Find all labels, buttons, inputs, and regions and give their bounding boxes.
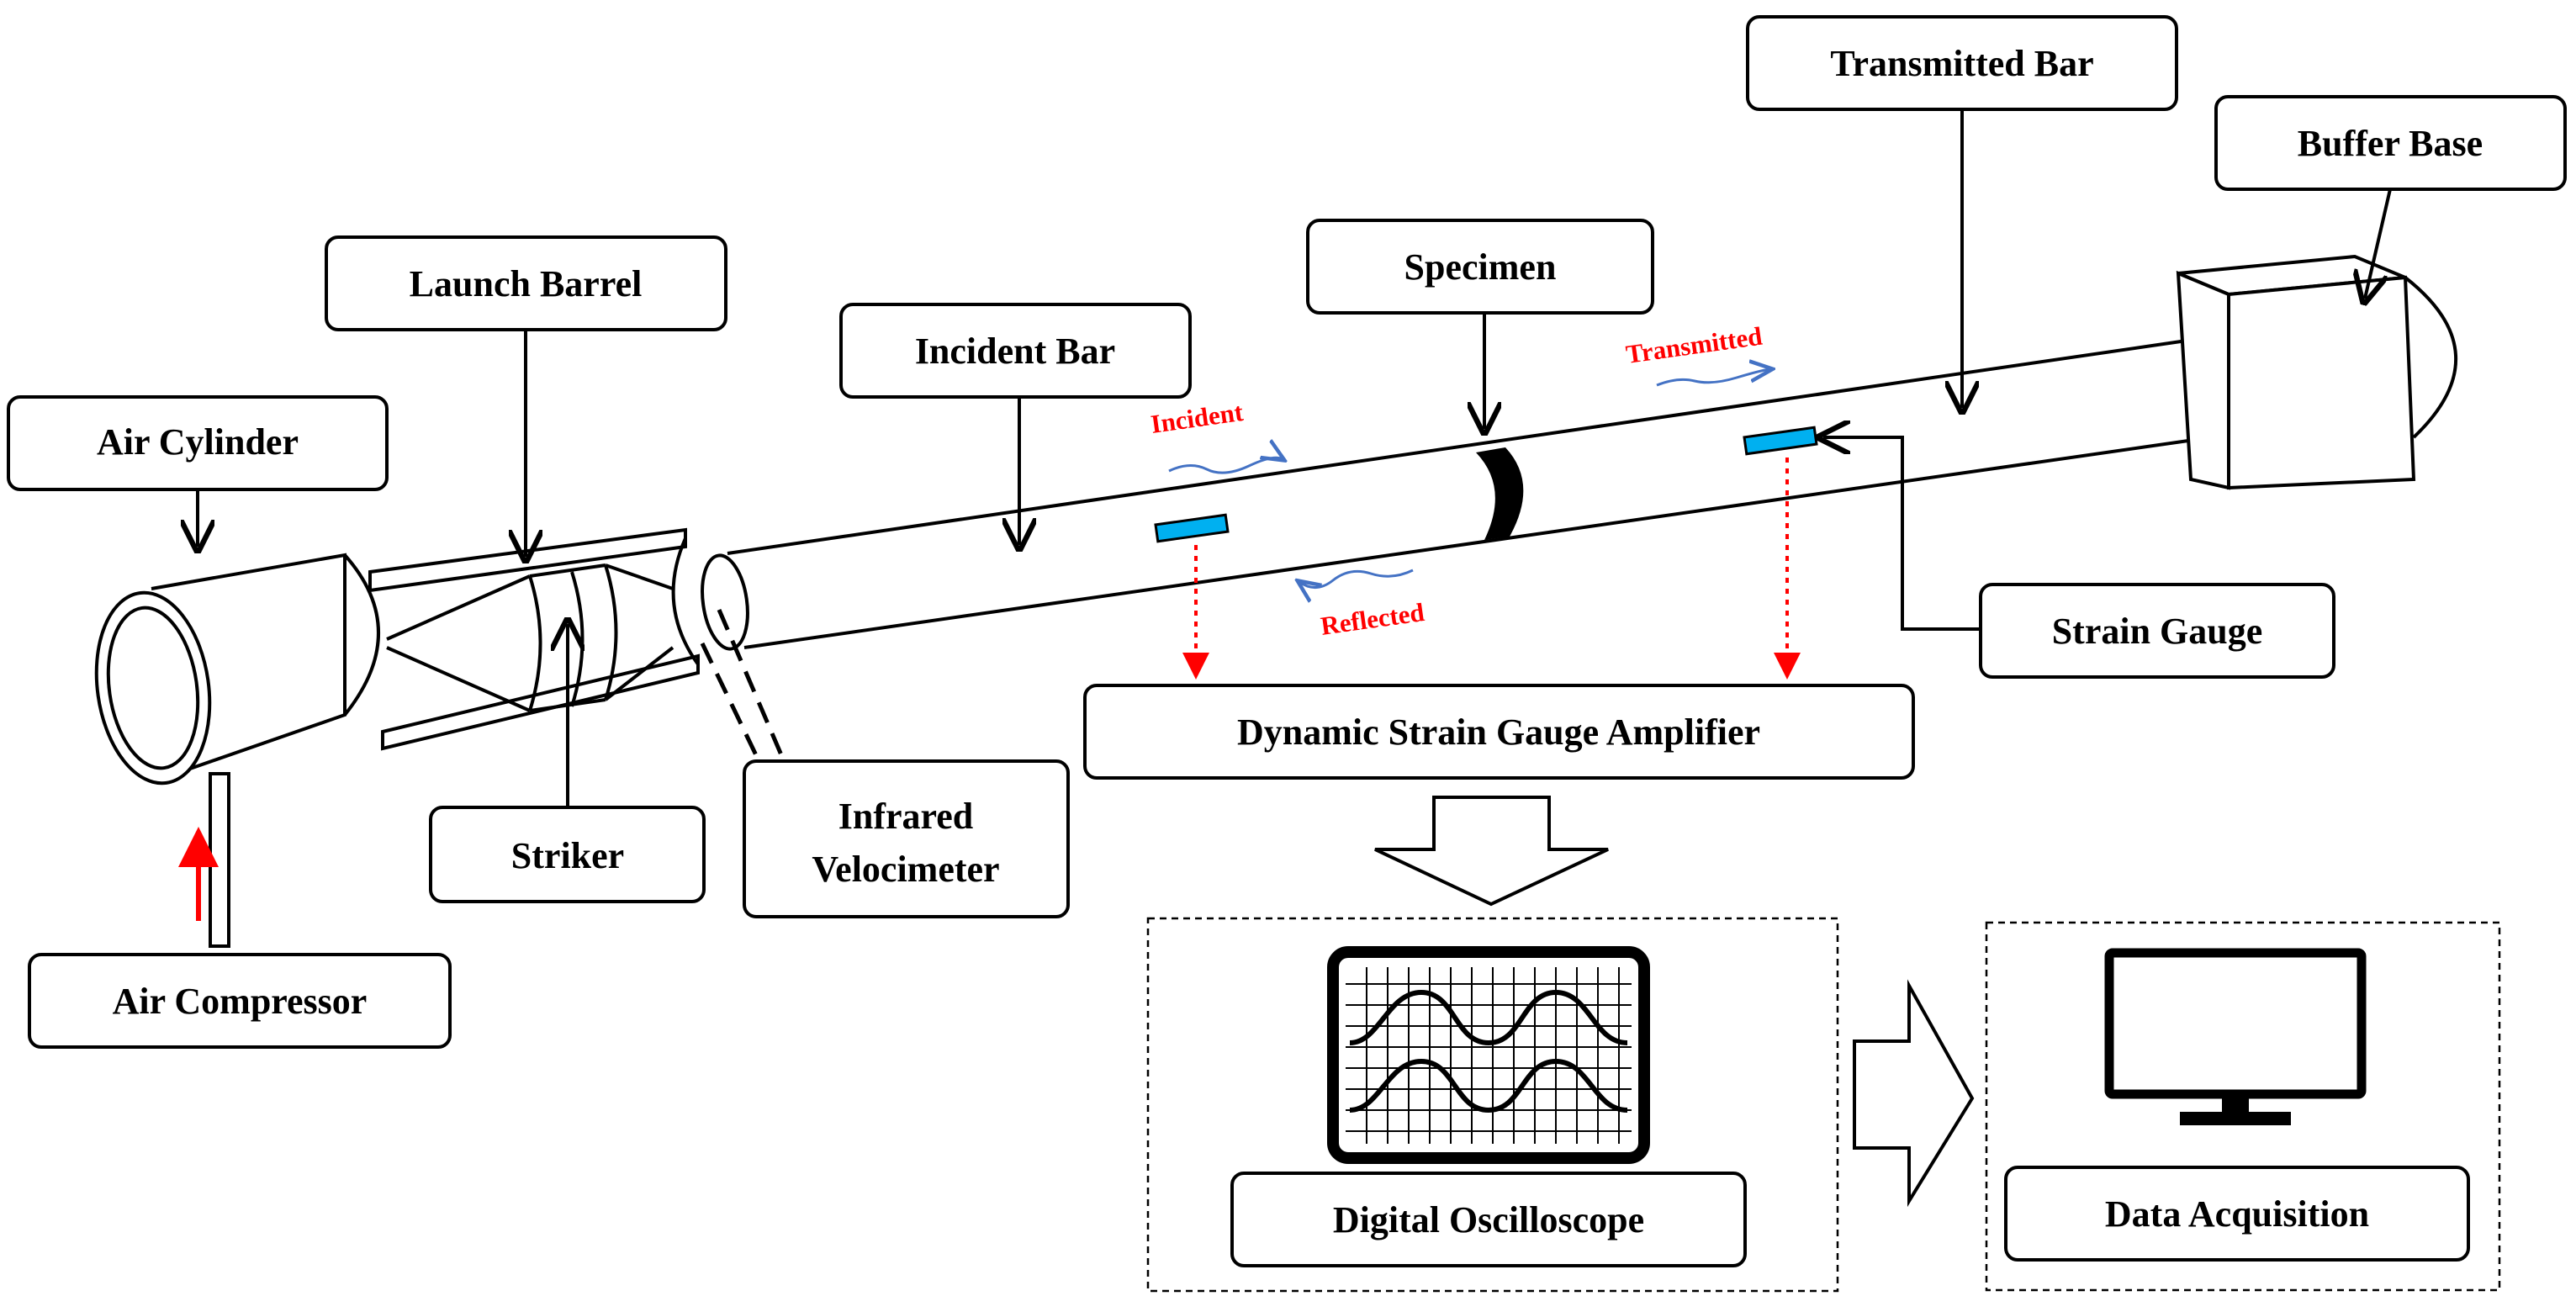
right-flow-arrow	[1853, 979, 1975, 1208]
svg-text:Data Acquisition: Data Acquisition	[2105, 1193, 2369, 1235]
reflected-signal-label: Reflected	[1319, 597, 1426, 641]
monitor-icon	[2104, 948, 2367, 1125]
transmitted-bar-label: Transmitted Bar	[1746, 15, 2178, 111]
air-compressor-label: Air Compressor	[28, 953, 452, 1049]
air-inlet-pipe	[209, 772, 230, 948]
pressure-bar	[701, 339, 2230, 651]
incident-wave-arrow	[1168, 458, 1283, 474]
svg-text:Striker: Striker	[511, 835, 624, 876]
buffer-base	[2176, 254, 2458, 490]
striker-label: Striker	[429, 806, 706, 903]
svg-text:Buffer Base: Buffer Base	[2298, 123, 2483, 164]
svg-text:Velocimeter: Velocimeter	[812, 849, 999, 890]
launch-barrel	[368, 527, 700, 751]
svg-text:Air Compressor: Air Compressor	[113, 981, 368, 1022]
incident-bar-label: Incident Bar	[839, 303, 1192, 399]
infrared-velocimeter-label: Infrared Velocimeter	[743, 759, 1070, 918]
digital-oscilloscope-label: Digital Oscilloscope	[1230, 1172, 1747, 1267]
strain-gauge-transmitted	[1743, 426, 1818, 456]
amplifier-label: Dynamic Strain Gauge Amplifier	[1083, 684, 1915, 780]
air-cylinder	[94, 553, 380, 786]
strain-gauge-label: Strain Gauge	[1979, 583, 2335, 679]
striker	[386, 563, 674, 712]
oscilloscope-panel	[1146, 917, 1839, 1293]
svg-text:Specimen: Specimen	[1404, 246, 1557, 288]
launch-barrel-label: Launch Barrel	[325, 235, 727, 331]
svg-text:Transmitted Bar: Transmitted Bar	[1830, 43, 2093, 84]
svg-text:Launch Barrel: Launch Barrel	[410, 263, 643, 304]
buffer-base-label: Buffer Base	[2214, 95, 2567, 191]
specimen-label: Specimen	[1306, 219, 1654, 315]
down-flow-arrow	[1374, 796, 1609, 907]
strain-gauge-pointer	[1823, 437, 1981, 631]
transmitted-signal-label: Transmitted	[1624, 321, 1764, 369]
infrared-beam	[700, 609, 785, 759]
air-cylinder-label: Air Cylinder	[7, 395, 389, 491]
svg-text:Infrared: Infrared	[838, 796, 974, 837]
strain-gauge-incident	[1154, 513, 1230, 543]
data-acquisition-label: Data Acquisition	[2004, 1166, 2470, 1262]
reflected-wave-arrow	[1299, 569, 1414, 588]
svg-text:Digital Oscilloscope: Digital Oscilloscope	[1333, 1199, 1644, 1240]
transmitted-wave-arrow	[1656, 369, 1770, 387]
data-acquisition-panel	[1985, 921, 2501, 1292]
svg-text:Strain Gauge: Strain Gauge	[2052, 611, 2263, 652]
svg-text:Incident Bar: Incident Bar	[915, 331, 1115, 372]
buffer-base-pointer	[2365, 188, 2392, 299]
svg-text:Dynamic Strain Gauge Amplifier: Dynamic Strain Gauge Amplifier	[1237, 711, 1760, 753]
incident-signal-label: Incident	[1149, 397, 1246, 439]
svg-text:Air Cylinder: Air Cylinder	[97, 421, 299, 463]
oscilloscope-icon	[1327, 946, 1650, 1164]
specimen	[1476, 447, 1524, 540]
